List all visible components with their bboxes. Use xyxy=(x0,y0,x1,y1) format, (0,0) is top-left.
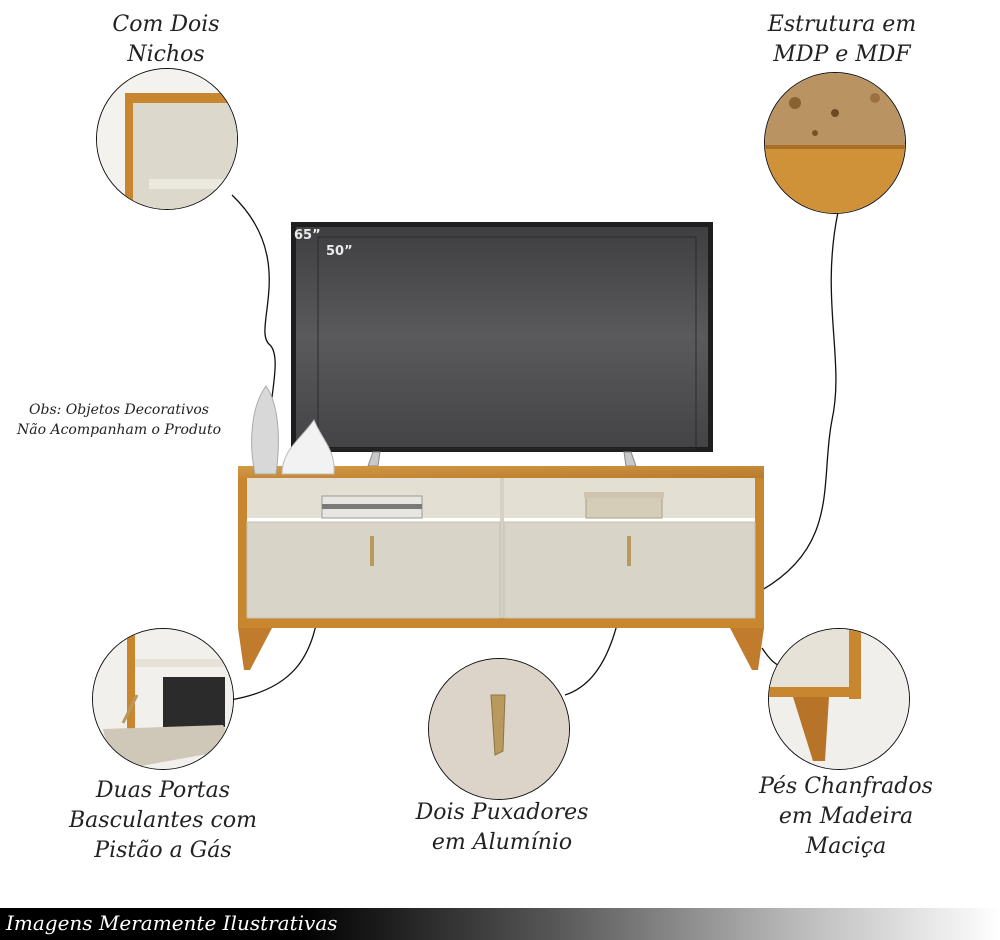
caption-estrutura-line2: MDP e MDF xyxy=(773,42,911,67)
tv-screen-50-outline xyxy=(317,236,697,450)
caption-portas-line3: Pistão a Gás xyxy=(94,838,232,863)
footer-banner: Imagens Meramente Ilustrativas xyxy=(0,908,1000,940)
detail-circle-nichos xyxy=(96,68,238,210)
rack-base xyxy=(238,618,764,628)
caption-nichos: Com Dois Nichos xyxy=(86,10,246,70)
caption-nichos-line2: Nichos xyxy=(127,42,205,67)
decor-objects xyxy=(251,385,664,519)
caption-estrutura: Estrutura em MDP e MDF xyxy=(752,10,932,70)
tv-screen-65 xyxy=(296,227,708,447)
caption-puxadores-line1: Dois Puxadores xyxy=(415,800,589,825)
caption-portas-line1: Duas Portas xyxy=(95,778,231,803)
caption-pes-line3: Maciça xyxy=(805,834,887,859)
caption-puxadores: Dois Puxadores em Alumínio xyxy=(410,798,594,858)
caption-puxadores-line2: em Alumínio xyxy=(431,830,573,855)
detail-circle-puxadores xyxy=(428,658,570,800)
television xyxy=(291,222,713,467)
tv-stand-left xyxy=(367,451,381,467)
tv-rack xyxy=(238,466,764,670)
decorative-objects-note: Obs: Objetos Decorativos Não Acompanham … xyxy=(16,400,222,440)
handle-right xyxy=(627,536,631,566)
caption-portas-line2: Basculantes com xyxy=(69,808,257,833)
detail-circle-estrutura xyxy=(764,72,906,214)
connector-estrutura xyxy=(761,211,839,591)
mdp-mdf-detail-icon xyxy=(765,73,905,213)
detail-circle-pes xyxy=(768,628,910,770)
rack-top xyxy=(238,466,764,478)
caption-pes: Pés Chanfrados em Madeira Maciça xyxy=(754,772,938,862)
sculpture xyxy=(281,418,335,475)
tv-size-50-label: 50” xyxy=(326,244,353,259)
tv-size-65-label: 65” xyxy=(294,228,321,243)
nichos-detail-icon xyxy=(97,69,237,209)
note-line2: Não Acompanham o Produto xyxy=(17,422,221,438)
gift-box-lid xyxy=(584,492,664,498)
pes-detail-icon xyxy=(769,629,909,769)
note-line1: Obs: Objetos Decorativos xyxy=(29,402,209,418)
leg-right xyxy=(730,628,764,670)
caption-pes-line2: em Madeira xyxy=(778,804,914,829)
rack-side-right xyxy=(755,478,764,628)
handle-left xyxy=(370,536,374,566)
footer-text: Imagens Meramente Ilustrativas xyxy=(6,911,338,935)
portas-detail-icon xyxy=(93,629,233,769)
caption-estrutura-line1: Estrutura em xyxy=(767,12,917,37)
rack-side-left xyxy=(238,478,247,628)
puxador-detail-icon xyxy=(429,659,569,799)
caption-nichos-line1: Com Dois xyxy=(112,12,220,37)
caption-pes-line1: Pés Chanfrados xyxy=(759,774,933,799)
tv-stand-right xyxy=(623,451,637,467)
detail-circle-portas xyxy=(92,628,234,770)
leg-left xyxy=(238,628,272,670)
niche-divider xyxy=(500,478,504,618)
vase-tall xyxy=(251,385,279,475)
caption-portas: Duas Portas Basculantes com Pistão a Gás xyxy=(60,776,266,866)
books-stack-stripe xyxy=(322,504,422,509)
